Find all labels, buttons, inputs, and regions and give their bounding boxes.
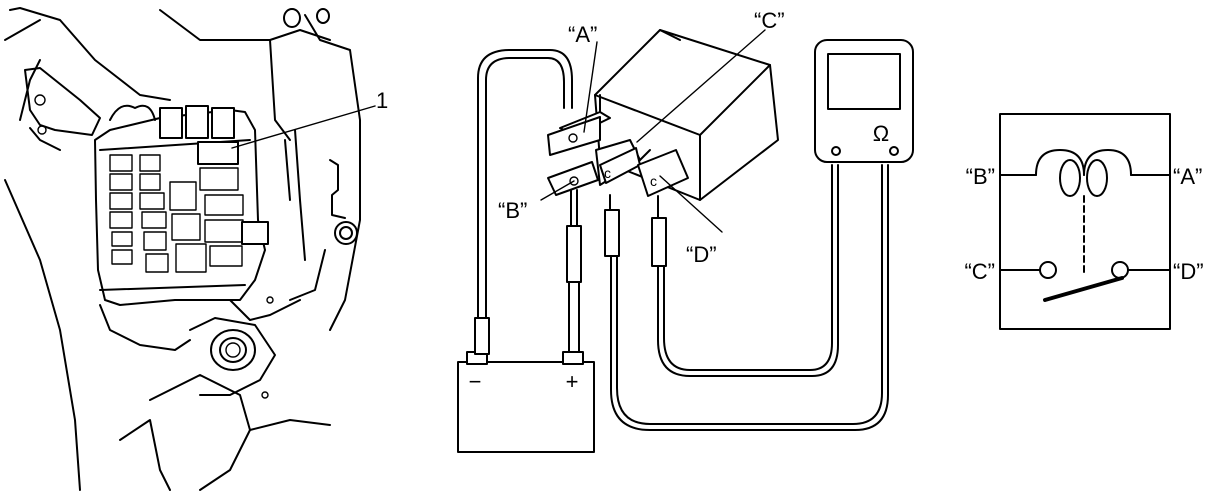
schematic-terminal-c-label: “C” [964, 259, 995, 284]
svg-text:c: c [604, 165, 611, 181]
relay-box-location-illustration [4, 7, 376, 491]
battery [457, 351, 595, 453]
relay-schematic [999, 113, 1171, 330]
ohm-symbol: Ω [873, 121, 889, 146]
terminal-c-label: “C” [754, 8, 785, 33]
ohmmeter [814, 39, 914, 163]
terminal-a-label: “A” [568, 22, 597, 47]
relay-test-illustration: c c [457, 29, 914, 453]
terminal-b-label: “B” [498, 198, 527, 223]
schematic-terminal-d-label: “D” [1173, 259, 1204, 284]
schematic-terminal-b-label: “B” [966, 164, 995, 189]
relay: c c [547, 29, 779, 201]
battery-positive-sign: + [566, 369, 579, 394]
terminal-d-label: “D” [686, 242, 717, 267]
battery-negative-sign: − [469, 369, 482, 394]
schematic-terminal-a-label: “A” [1173, 164, 1202, 189]
svg-text:c: c [650, 173, 657, 189]
callout-1-label: 1 [376, 88, 388, 113]
